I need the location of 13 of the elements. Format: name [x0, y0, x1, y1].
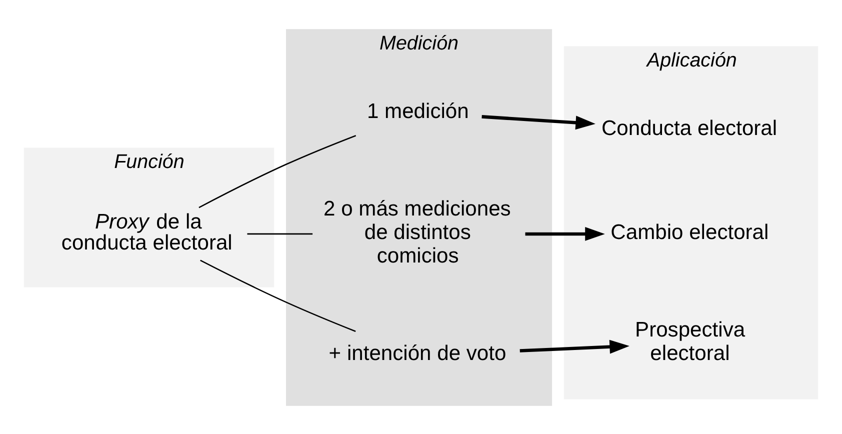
node-text: Conducta electoral: [601, 116, 778, 140]
arrow: [520, 339, 630, 354]
connector: [247, 232, 313, 234]
node-text: Proxy de la conducta electoral: [61, 210, 232, 254]
node-text: Prospectiva electoral: [635, 318, 746, 365]
node-text: 1 medición: [366, 99, 469, 122]
connector: [198, 134, 356, 208]
node-text: Cambio electoral: [610, 220, 769, 244]
arrow: [525, 226, 605, 240]
connector: [200, 259, 356, 332]
node-text: 2 o más mediciones de distintos comicios: [324, 196, 511, 268]
node-text: + intención de voto: [328, 342, 506, 365]
arrow: [482, 114, 596, 130]
